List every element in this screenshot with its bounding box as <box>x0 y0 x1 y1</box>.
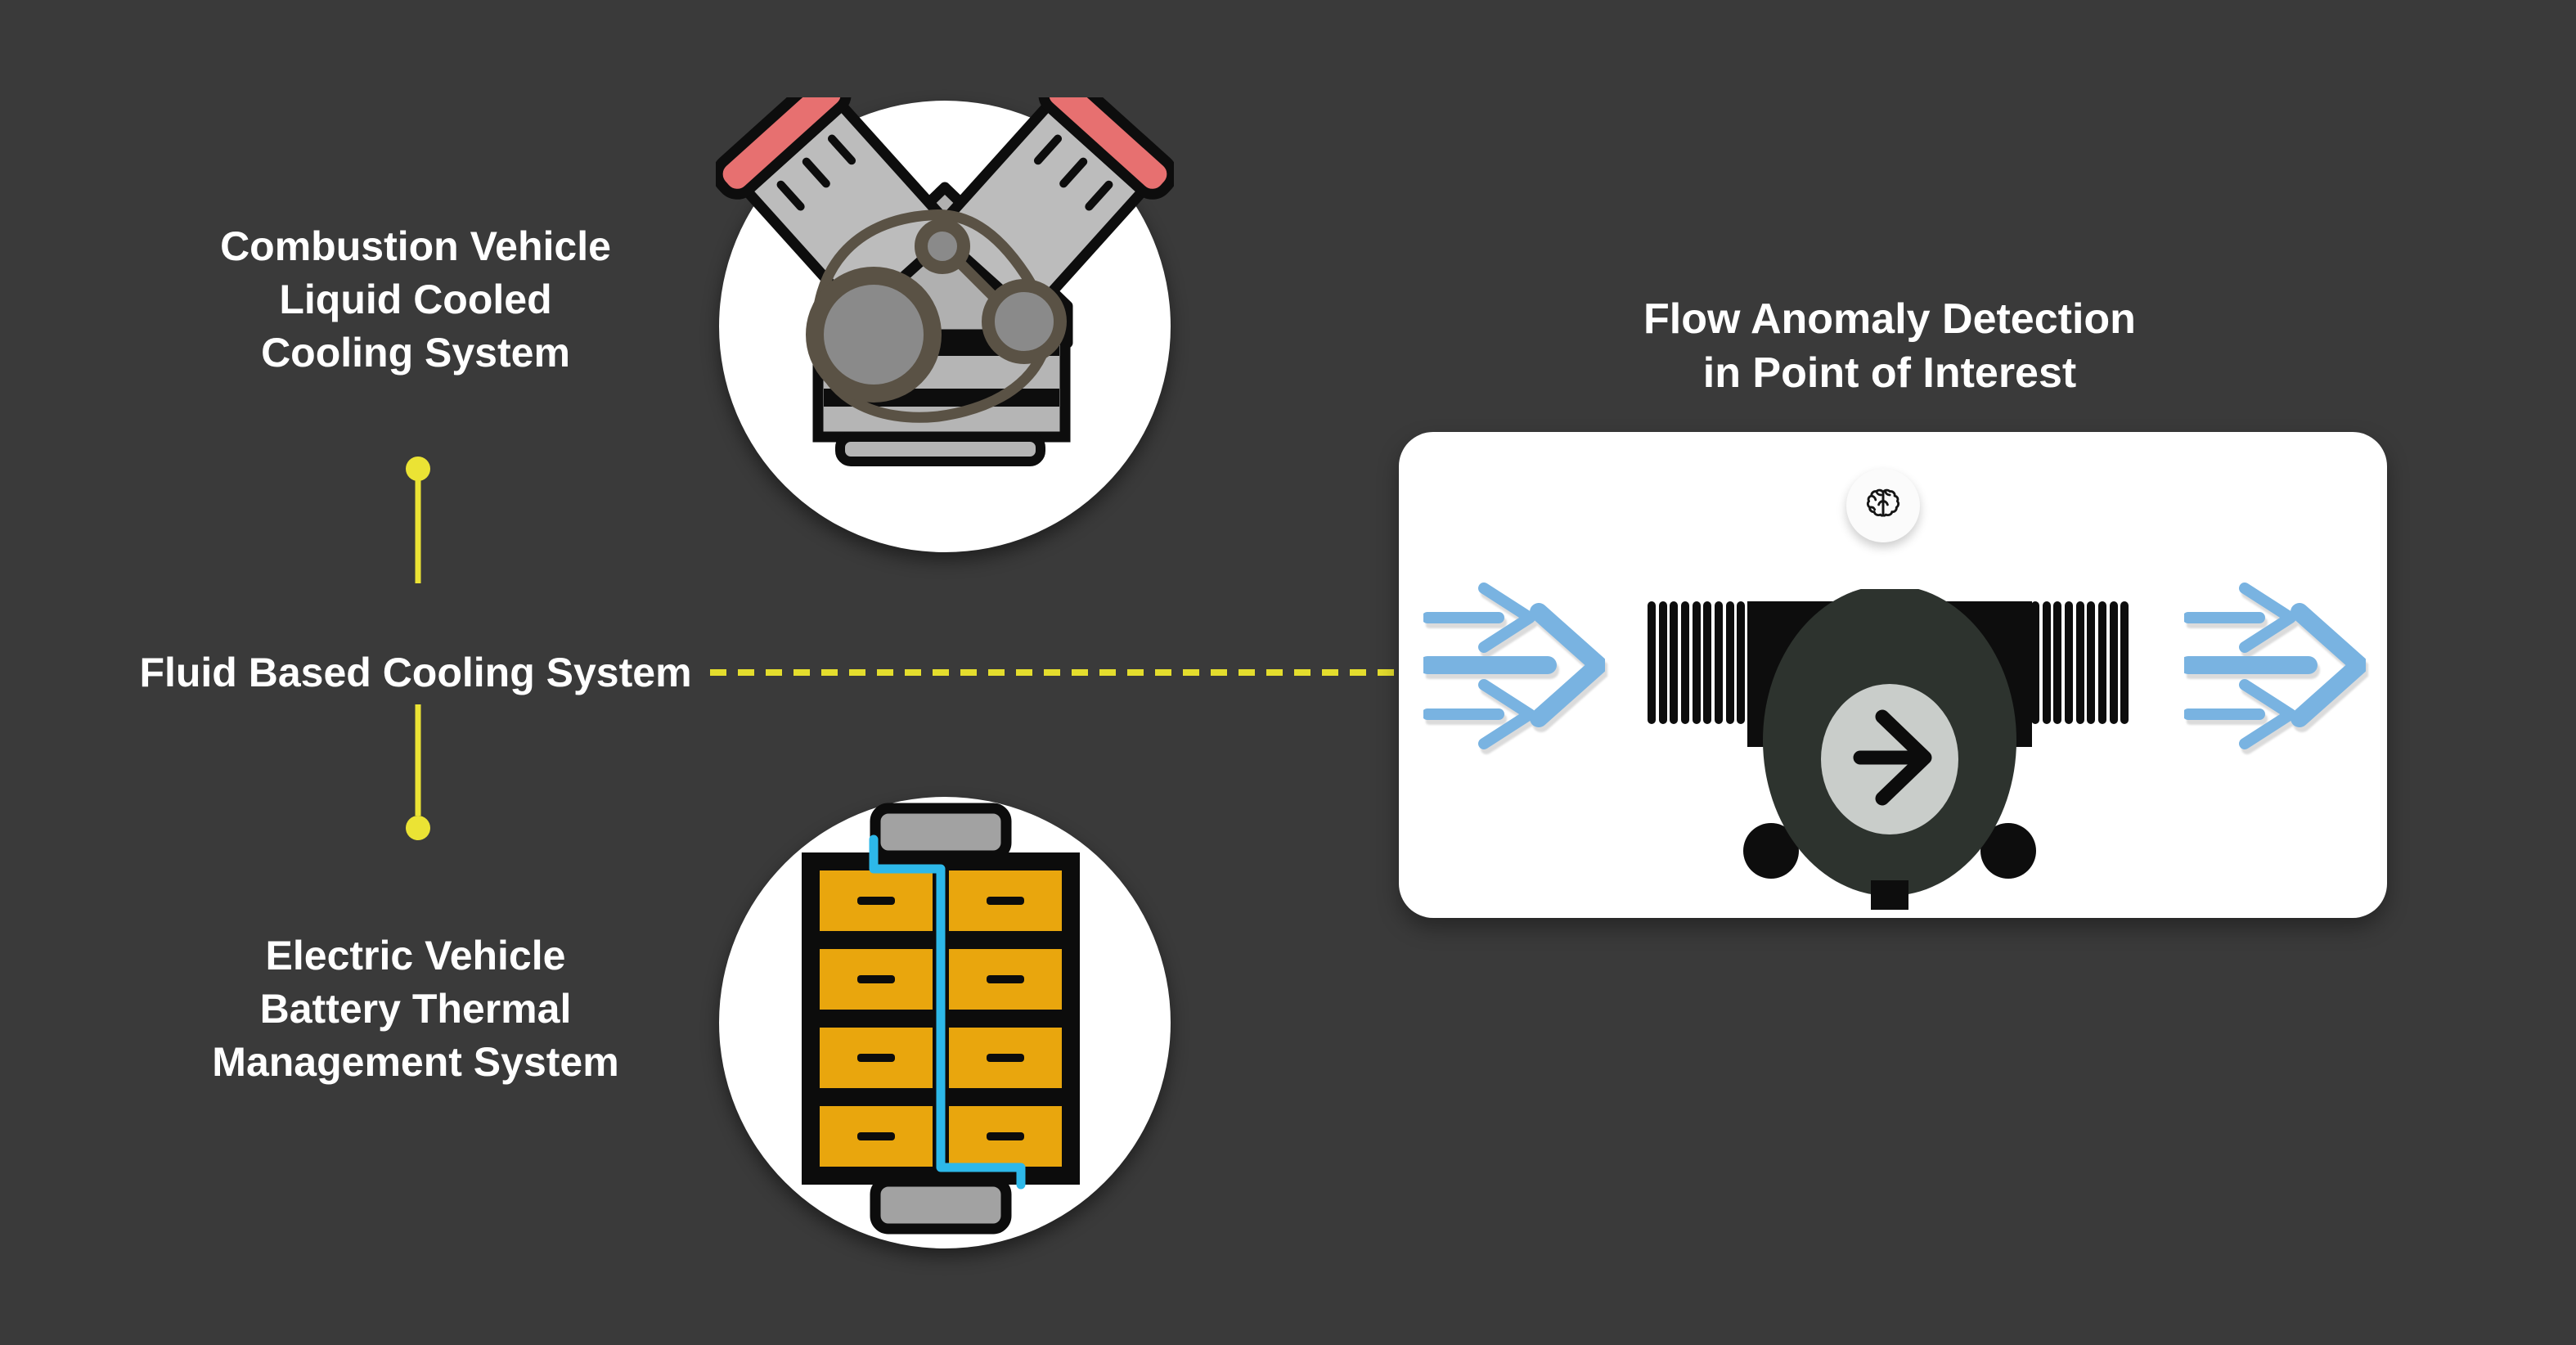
v-engine-icon <box>716 97 1174 466</box>
coolant-line <box>869 834 1026 1190</box>
pump-valve-icon <box>1648 589 2129 910</box>
panel-title: Flow Anomaly Detection in Point of Inter… <box>1603 292 2176 400</box>
combustion-label-line1: Combustion Vehicle <box>220 223 611 269</box>
brain-badge <box>1846 469 1920 542</box>
electric-label-line3: Management System <box>212 1039 619 1085</box>
panel-title-line2: in Point of Interest <box>1702 349 2077 397</box>
brain-icon <box>1866 488 1900 517</box>
electric-label-line1: Electric Vehicle <box>265 933 566 978</box>
vertical-connector <box>406 457 430 840</box>
panel-title-line1: Flow Anomaly Detection <box>1643 295 2136 343</box>
connector-dot-top <box>406 457 430 481</box>
connector-dot-bottom <box>406 816 430 840</box>
electric-label-line2: Battery Thermal <box>259 986 572 1032</box>
combustion-label-line3: Cooling System <box>261 330 570 376</box>
combustion-label-line2: Liquid Cooled <box>279 277 552 322</box>
battery-pack-icon <box>802 803 1080 1235</box>
inflow-arrows-icon <box>1423 583 1605 749</box>
fluid-cooling-label-text: Fluid Based Cooling System <box>139 650 692 695</box>
fluid-cooling-label: Fluid Based Cooling System <box>129 646 702 699</box>
electric-label: Electric Vehicle Battery Thermal Managem… <box>129 929 702 1089</box>
combustion-label: Combustion Vehicle Liquid Cooled Cooling… <box>129 220 702 380</box>
dashed-connector <box>710 669 1400 676</box>
outflow-arrows-icon <box>2184 583 2366 749</box>
